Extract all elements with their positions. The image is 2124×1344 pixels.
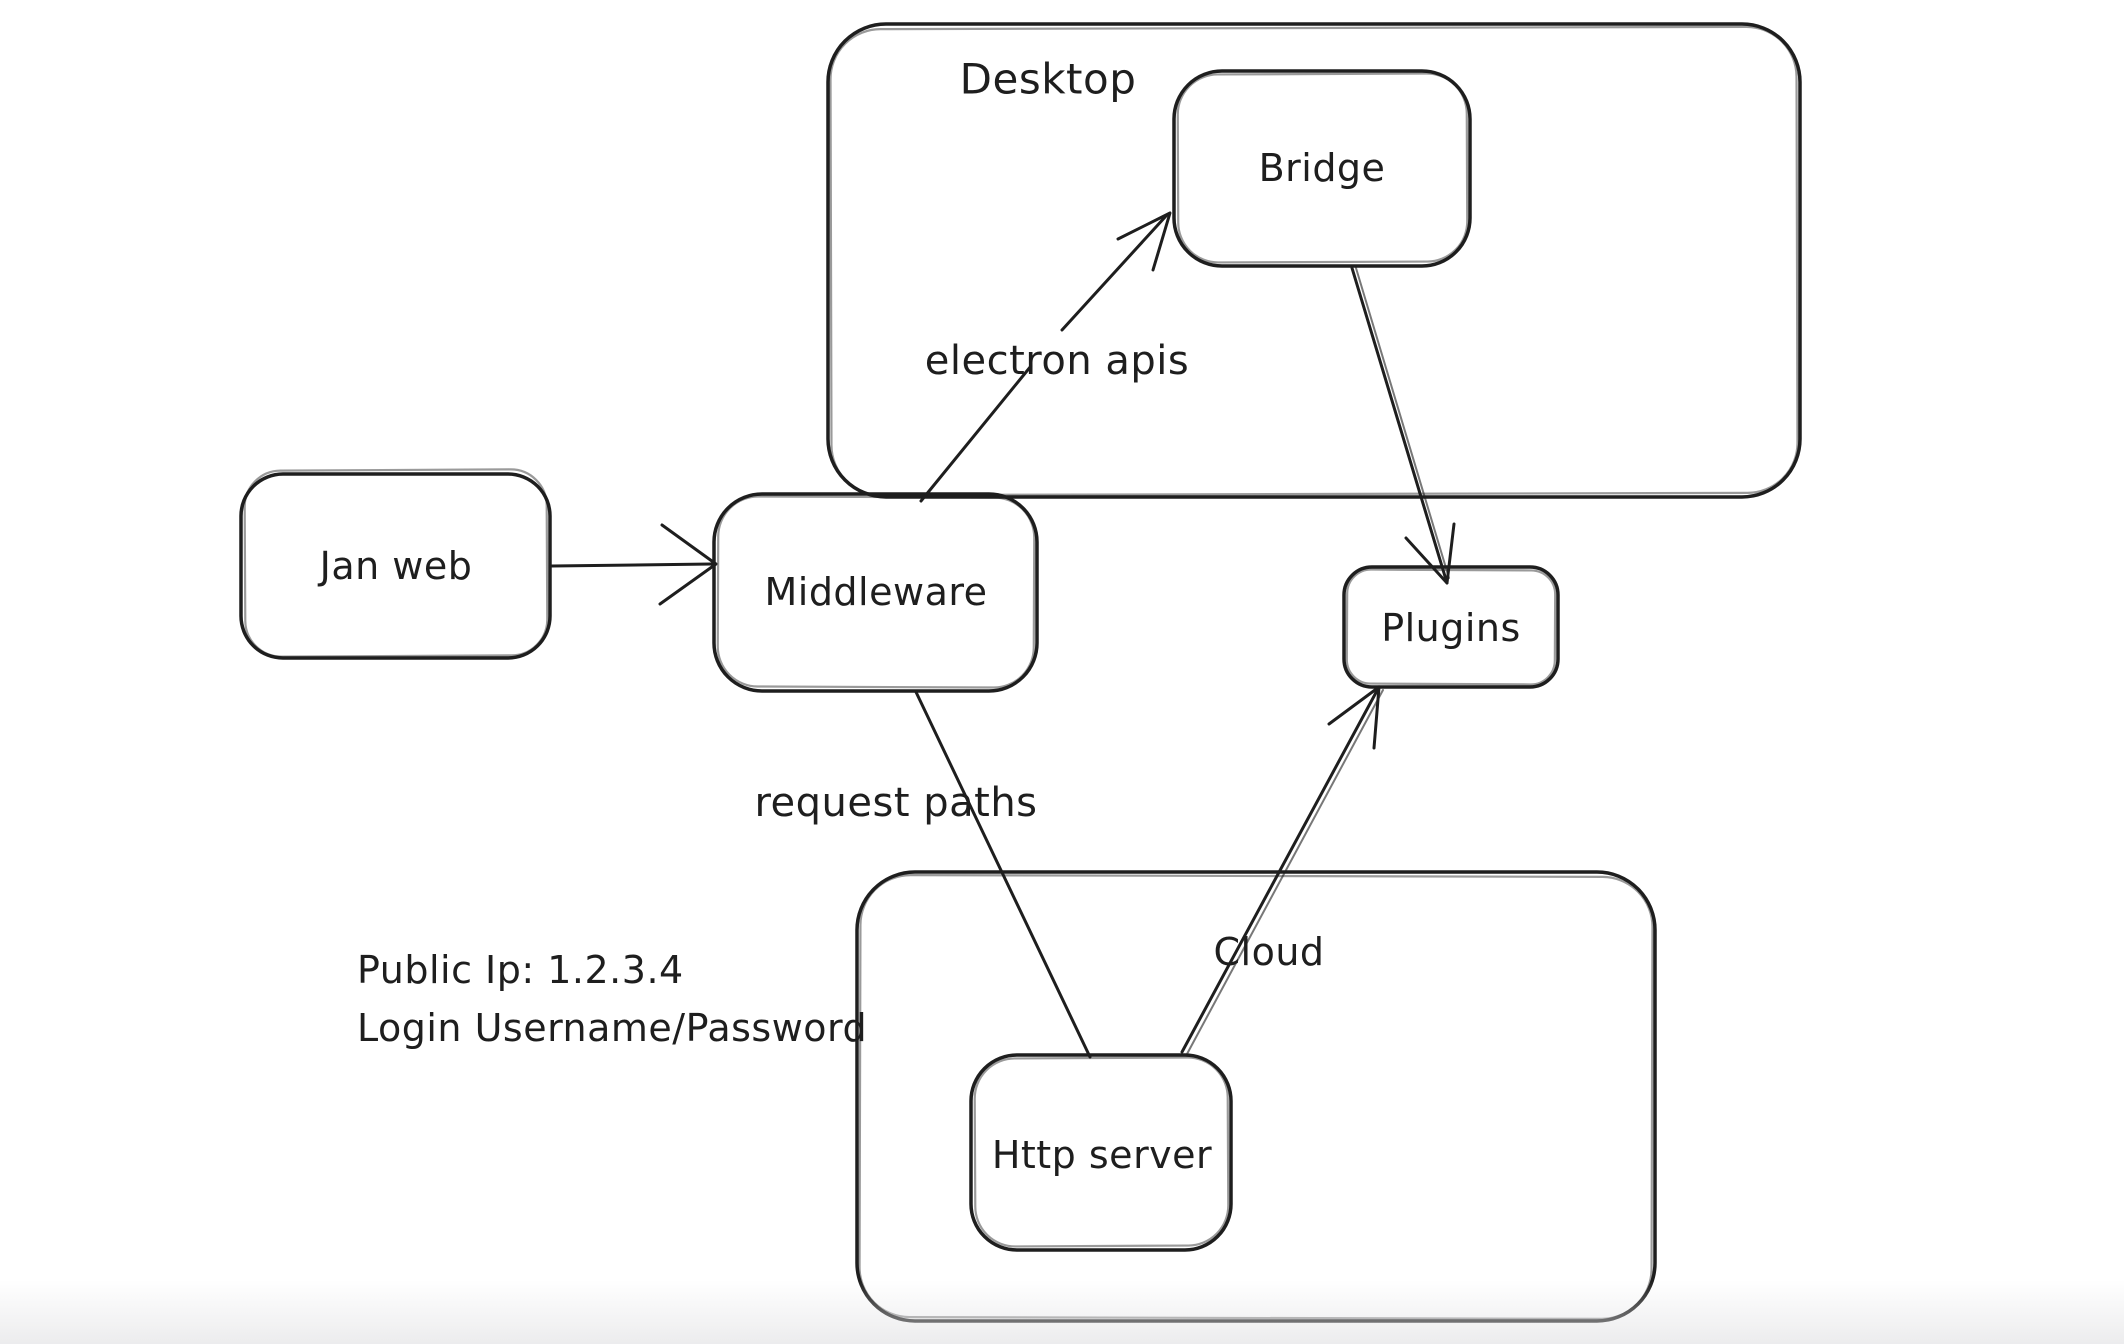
edge-bridge-to-plugins-arrow[interactable] [1350, 266, 1456, 585]
http-server-label: Http server [991, 1133, 1213, 1177]
bridge-label: Bridge [1258, 146, 1386, 190]
bridge-node[interactable] [1172, 69, 1472, 268]
http-server-node[interactable] [969, 1053, 1233, 1252]
electron-apis-edge-label[interactable]: electron apis [924, 338, 1190, 384]
plugins-node[interactable] [1342, 565, 1560, 689]
edge-middleware-to-httpserver-line[interactable] [914, 690, 1092, 1059]
edge-httpserver-to-plugins-arrow[interactable] [1180, 685, 1384, 1055]
jan-web-label: Jan web [319, 544, 473, 588]
cloud-label: Cloud [1213, 930, 1325, 974]
middleware-node[interactable] [712, 492, 1039, 693]
edge-middleware-to-bridge-arrow[interactable] [919, 211, 1172, 503]
middleware-label: Middleware [764, 570, 988, 614]
request-paths-edge-label[interactable]: request paths [754, 780, 1038, 826]
desktop-label: Desktop [959, 54, 1137, 104]
login-credentials-text[interactable]: Login Username/Password [357, 1006, 868, 1050]
public-ip-text[interactable]: Public Ip: 1.2.3.4 [357, 948, 684, 992]
edge-janweb-to-middleware-arrow[interactable] [550, 523, 718, 606]
desktop-container-shape[interactable] [826, 22, 1802, 499]
plugins-label: Plugins [1381, 606, 1521, 650]
jan-web-node[interactable] [239, 468, 552, 660]
